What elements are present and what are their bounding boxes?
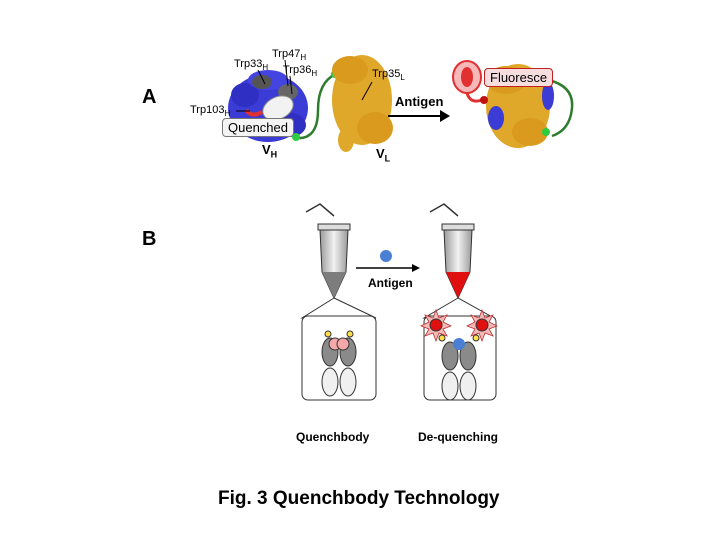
- vh-label: VH: [262, 142, 278, 160]
- panel-a-arrowhead: [440, 110, 450, 122]
- figure-caption: Fig. 3 Quenchbody Technology: [218, 488, 500, 509]
- label-trp47: Trp47H: [272, 48, 307, 63]
- callout-left: [300, 297, 377, 319]
- bound-antigen-icon: [453, 338, 465, 350]
- callout-box-left: [301, 315, 377, 401]
- label-trp35: Trp35L: [372, 68, 405, 83]
- trp47-pointer: [284, 59, 289, 87]
- panel-b-arrow-label: Antigen: [368, 276, 413, 290]
- label-trp103: Trp103H: [190, 104, 231, 119]
- dye-core-icon: [461, 67, 473, 87]
- quenched-badge: Quenched: [222, 118, 294, 137]
- fluorescence-burst-icon: [466, 308, 498, 343]
- fluorescence-burst-icon: [420, 308, 452, 343]
- linker-end-icon: [542, 128, 550, 136]
- panel-a-arrow-label: Antigen: [395, 94, 444, 109]
- panel-a-letter: A: [142, 86, 157, 108]
- tube-right-icon: [429, 203, 475, 300]
- dequenching-caption: De-quenching: [418, 430, 498, 444]
- tube-left-icon: [305, 203, 351, 300]
- linker-icon: [547, 78, 574, 138]
- dye-anchor-icon: [480, 96, 488, 104]
- antigen-icon: [380, 250, 392, 262]
- linker-end-icon: [292, 133, 300, 141]
- trp36-pointer: [289, 75, 293, 95]
- trp33-pointer: [257, 69, 266, 85]
- panel-b-letter: B: [142, 228, 157, 250]
- label-trp33: Trp33H: [234, 58, 269, 73]
- label-trp36: Trp36H: [283, 64, 318, 79]
- quenchbody-caption: Quenchbody: [296, 430, 370, 444]
- vl-label: VL: [376, 146, 391, 164]
- fluoresce-badge: Fluoresce: [484, 68, 554, 87]
- panel-b-arrowhead: [412, 264, 420, 272]
- antibody-dequenched-icon: [435, 325, 483, 401]
- antibody-quenched-icon: [321, 330, 357, 397]
- trp35-pointer: [361, 81, 373, 101]
- linker-icon: [295, 72, 337, 140]
- quenched-dye-icon: [262, 95, 294, 121]
